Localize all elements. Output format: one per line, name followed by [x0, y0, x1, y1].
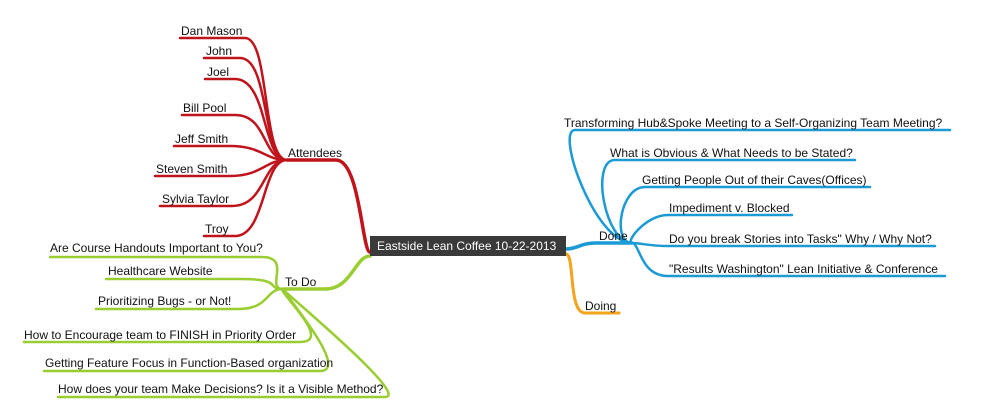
todo-branch: To Do Are Course Handouts Important to Y… — [22, 241, 390, 399]
attendee-joel[interactable]: Joel — [207, 65, 229, 79]
attendee-steven-smith[interactable]: Steven Smith — [156, 162, 227, 176]
todo-item-team-decisions[interactable]: How does your team Make Decisions? Is it… — [58, 382, 384, 396]
attendee-bill-pool[interactable]: Bill Pool — [183, 101, 226, 115]
done-item-obvious[interactable]: What is Obvious & What Needs to be State… — [610, 146, 853, 160]
todo-item-prioritizing-bugs[interactable]: Prioritizing Bugs - or Not! — [98, 294, 231, 308]
done-item-caves[interactable]: Getting People Out of their Caves(Office… — [642, 173, 867, 187]
todo-item-encourage-finish[interactable]: How to Encourage team to FINISH in Prior… — [24, 328, 296, 342]
todo-item-course-handouts[interactable]: Are Course Handouts Important to You? — [50, 241, 263, 255]
done-item-impediment[interactable]: Impediment v. Blocked — [669, 201, 790, 215]
attendees-branch: Attendees Dan Mason John Joel Bill Pool … — [153, 24, 372, 254]
todo-item-healthcare-website[interactable]: Healthcare Website — [108, 264, 213, 278]
done-item-results-washington[interactable]: "Results Washington" Lean Initiative & C… — [669, 262, 938, 276]
doing-branch: Doing — [564, 252, 621, 315]
central-topic[interactable]: Eastside Lean Coffee 10-22-2013 — [370, 236, 566, 256]
done-item-stories-tasks[interactable]: Do you break Stories into Tasks" Why / W… — [669, 232, 932, 246]
done-item-hub-spoke[interactable]: Transforming Hub&Spoke Meeting to a Self… — [564, 116, 943, 130]
attendees-label[interactable]: Attendees — [288, 146, 342, 160]
attendee-jeff-smith[interactable]: Jeff Smith — [175, 132, 228, 146]
central-topic-label[interactable]: Eastside Lean Coffee 10-22-2013 — [377, 239, 557, 253]
attendee-dan-mason[interactable]: Dan Mason — [181, 24, 242, 38]
attendee-sylvia-taylor[interactable]: Sylvia Taylor — [162, 192, 229, 206]
attendee-troy[interactable]: Troy — [205, 222, 229, 236]
attendee-john[interactable]: John — [206, 44, 232, 58]
todo-item-feature-focus[interactable]: Getting Feature Focus in Function-Based … — [45, 356, 333, 370]
done-branch: Done Transforming Hub&Spoke Meeting to a… — [564, 116, 952, 278]
done-label[interactable]: Done — [599, 229, 628, 243]
doing-label[interactable]: Doing — [585, 299, 616, 313]
todo-label[interactable]: To Do — [285, 275, 317, 289]
